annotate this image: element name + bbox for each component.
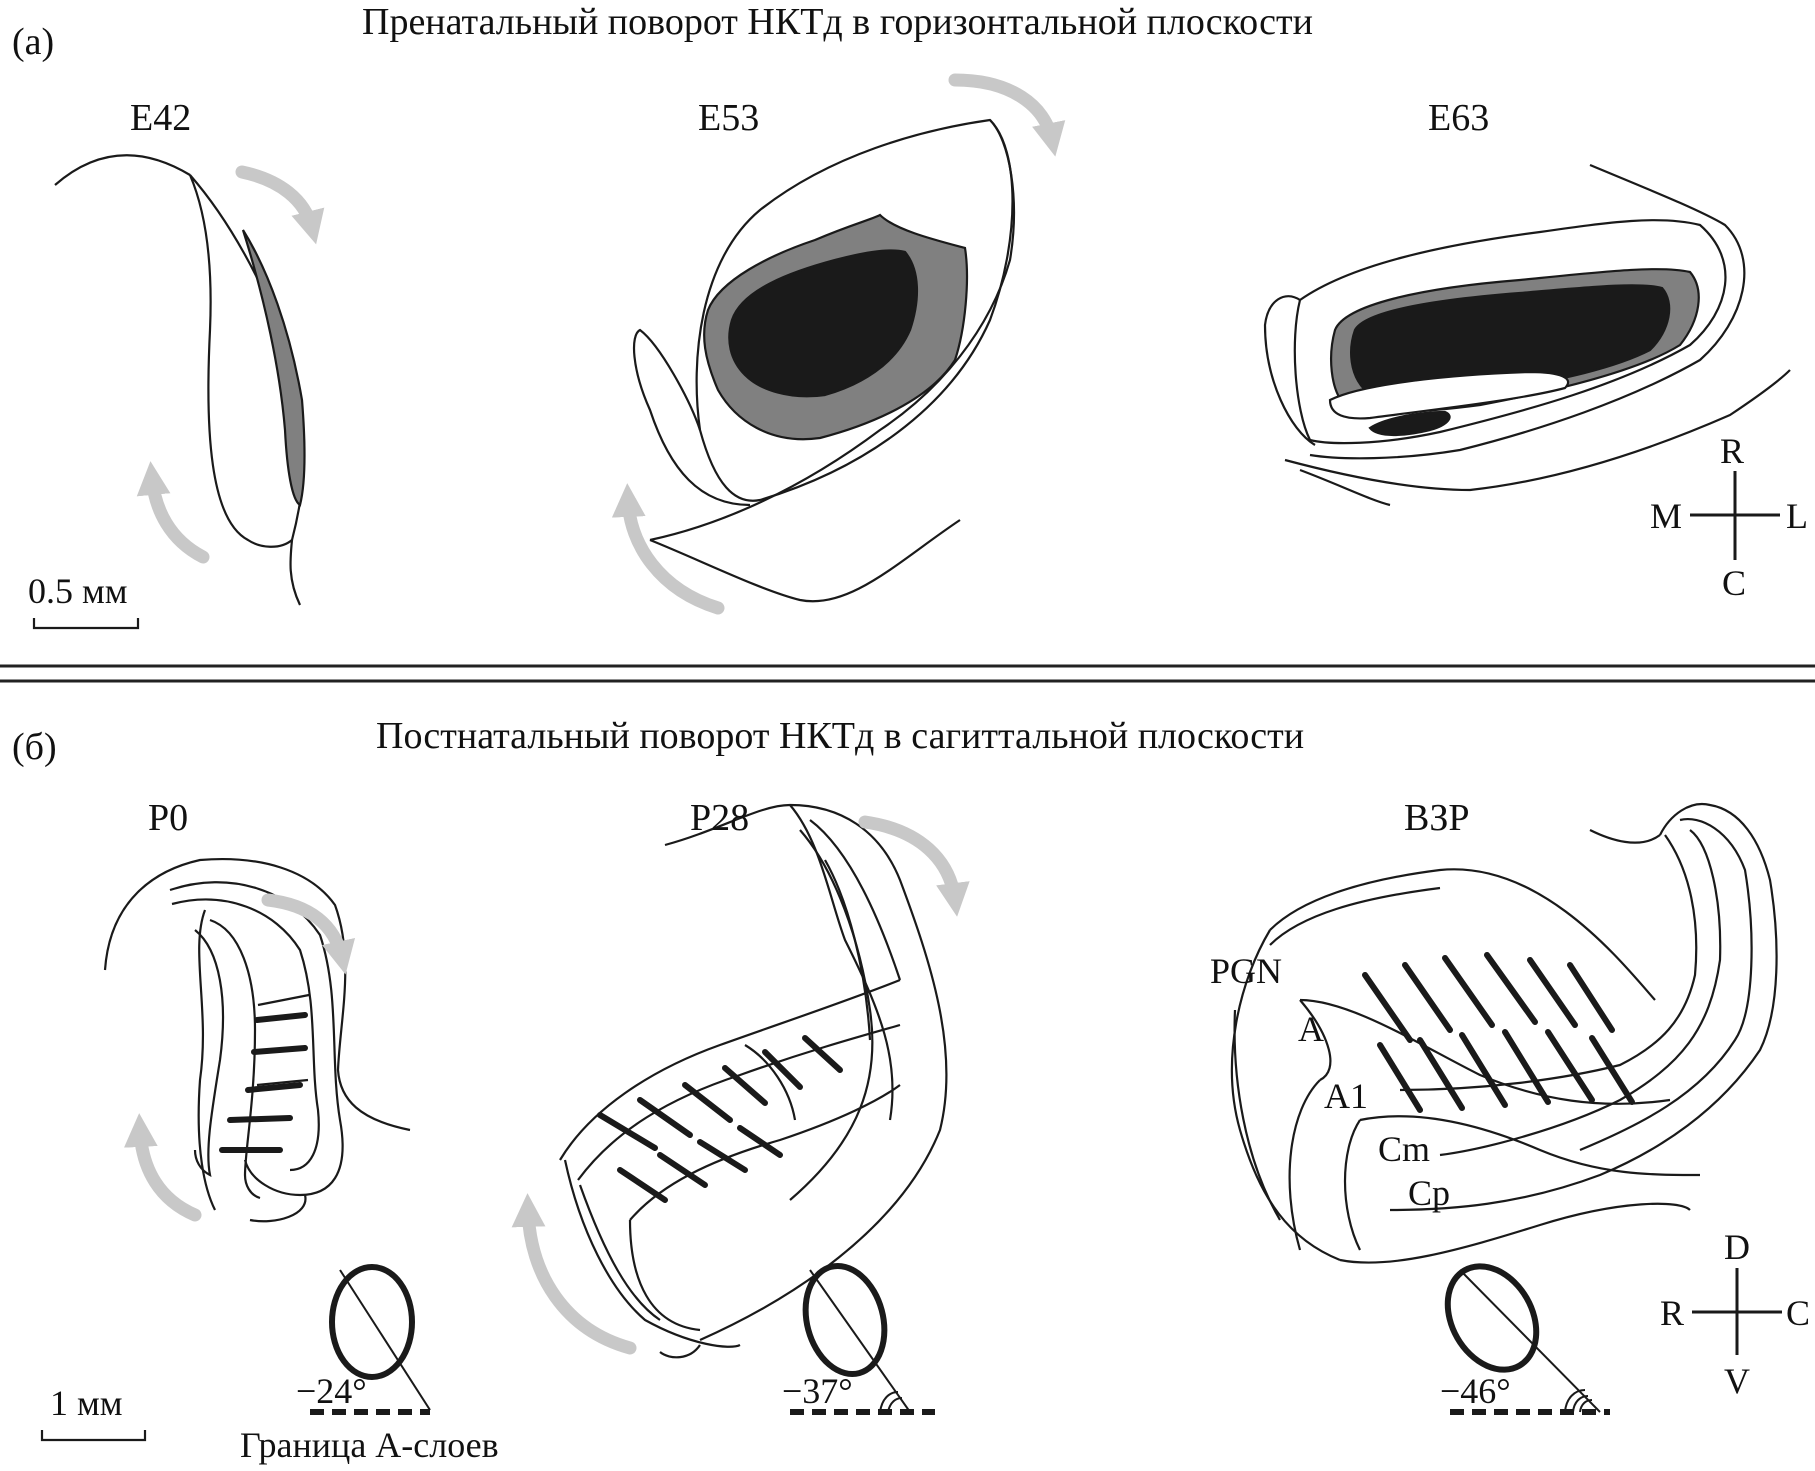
e42-gray-layer bbox=[241, 229, 306, 507]
scale-bar-a bbox=[32, 618, 140, 630]
panel-a-label: (а) bbox=[12, 21, 55, 63]
angle-indicator-vzr bbox=[1444, 1263, 1610, 1415]
p0-arrows bbox=[123, 893, 356, 1222]
scale-bar-b-label: 1 мм bbox=[50, 1383, 123, 1423]
layer-pgn-label: PGN bbox=[1210, 951, 1283, 991]
angle-indicator-p28 bbox=[790, 1262, 935, 1415]
e53-black-layer bbox=[728, 249, 918, 398]
orient-a-top: R bbox=[1720, 431, 1745, 471]
e53-drawing bbox=[632, 118, 1015, 603]
stage-p0-label: P0 bbox=[148, 797, 189, 839]
orientation-cross-a bbox=[1690, 471, 1780, 560]
layer-a1-label: A1 bbox=[1324, 1076, 1368, 1116]
e53-arrows bbox=[611, 73, 1066, 615]
p0-stripes bbox=[219, 1012, 308, 1153]
e42-drawing bbox=[54, 154, 306, 606]
orientation-cross-b bbox=[1692, 1268, 1782, 1355]
p28-drawing bbox=[559, 803, 948, 1359]
panel-a-title: Пренатальный поворот НКТд в горизонтальн… bbox=[362, 1, 1313, 43]
vzr-stripes bbox=[1362, 952, 1635, 1113]
layer-cm-label: Cm bbox=[1378, 1129, 1431, 1169]
scale-bar-a-label: 0.5 мм bbox=[28, 571, 128, 611]
orient-b-top: D bbox=[1724, 1227, 1750, 1267]
orient-b-right: C bbox=[1786, 1293, 1811, 1333]
angle-p28-label: −37° bbox=[782, 1371, 853, 1411]
e63-lamina bbox=[1328, 370, 1570, 420]
angle-indicator-p0 bbox=[310, 1264, 431, 1415]
angle-vzr-label: −46° bbox=[1440, 1371, 1511, 1411]
panel-b-title: Постнатальный поворот НКТд в сагиттально… bbox=[376, 715, 1305, 757]
vzr-drawing bbox=[1230, 802, 1778, 1264]
p28-stripes bbox=[597, 1035, 843, 1203]
layer-a-label: A bbox=[1298, 1009, 1324, 1049]
orient-a-left: M bbox=[1650, 496, 1683, 536]
angle-p0-label: −24° bbox=[296, 1371, 367, 1411]
orient-a-bottom: C bbox=[1722, 563, 1747, 603]
e63-small-black bbox=[1368, 410, 1451, 437]
stage-p28-label: P28 bbox=[690, 797, 750, 839]
p0-drawing bbox=[103, 858, 411, 1223]
stage-e53-label: E53 bbox=[698, 97, 760, 139]
e42-arrows bbox=[136, 165, 325, 564]
panel-b-label: (б) bbox=[12, 726, 57, 768]
orient-a-right: L bbox=[1786, 496, 1808, 536]
orient-b-left: R bbox=[1660, 1293, 1685, 1333]
e63-drawing bbox=[1263, 163, 1791, 507]
layer-cp-label: Cp bbox=[1408, 1173, 1451, 1213]
stage-e42-label: E42 bbox=[130, 97, 192, 139]
p28-arrows bbox=[511, 815, 970, 1355]
stage-e63-label: E63 bbox=[1428, 97, 1490, 139]
scale-bar-b bbox=[40, 1430, 147, 1442]
boundary-label: Граница А-слоев bbox=[240, 1425, 499, 1465]
orient-b-bottom: V bbox=[1724, 1361, 1750, 1401]
stage-vzr-label: ВЗР bbox=[1404, 797, 1470, 839]
